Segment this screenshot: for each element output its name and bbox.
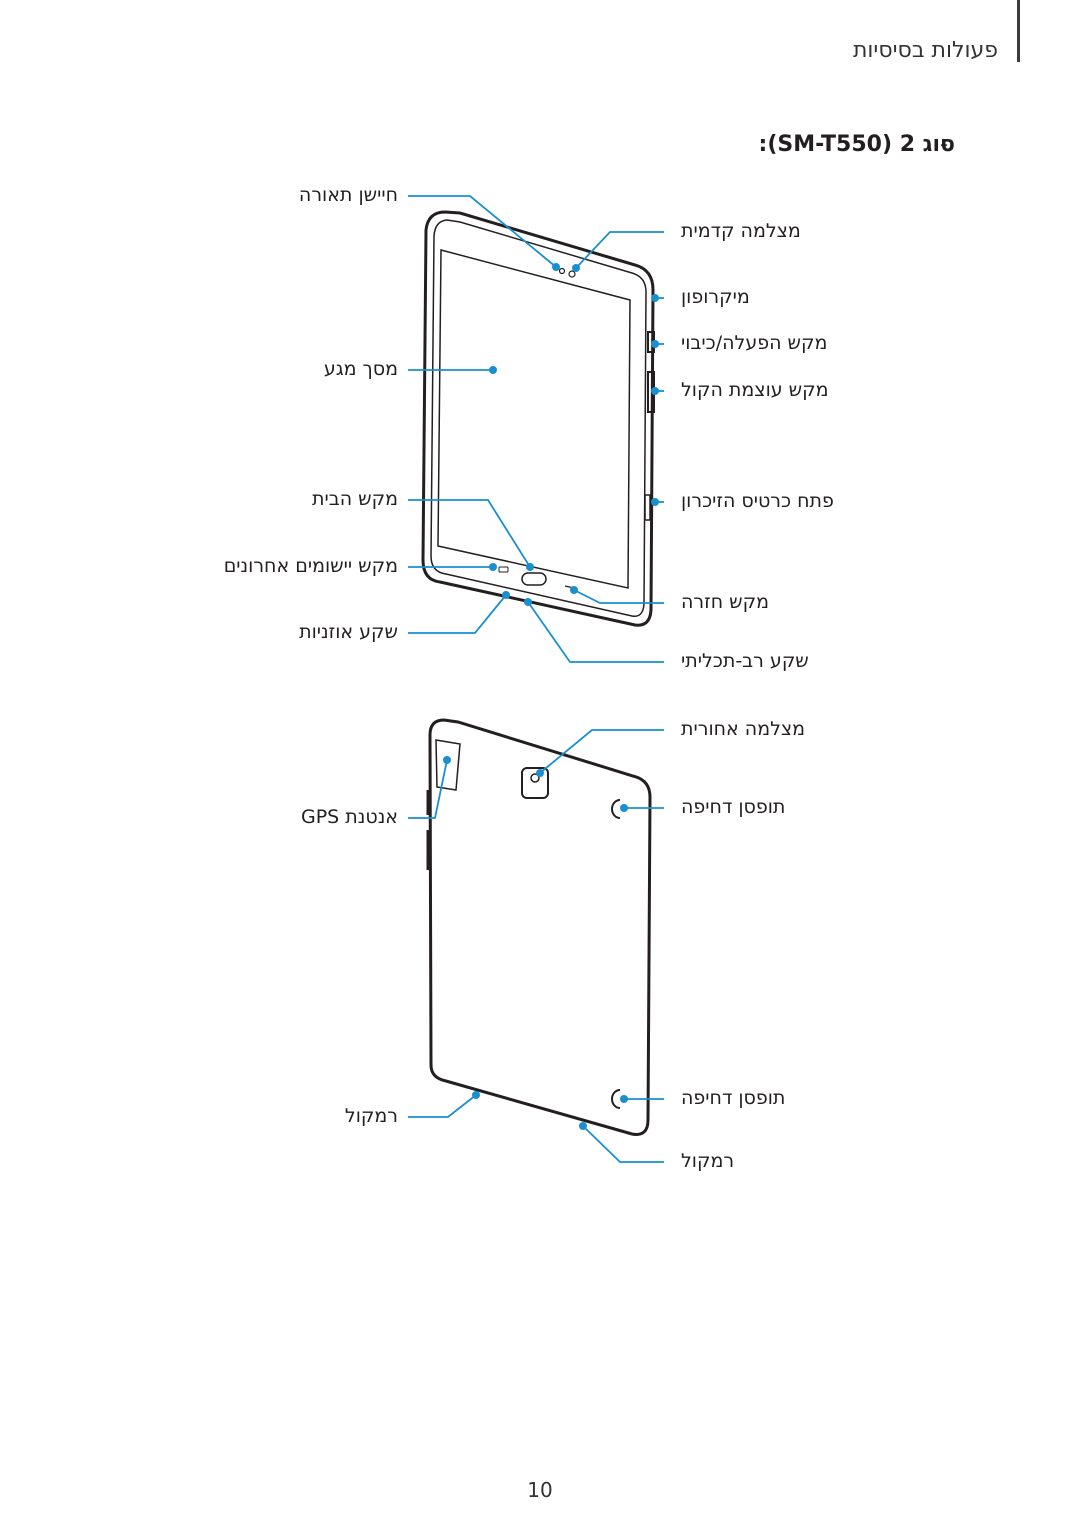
section-header: פעולות בסיסיות — [852, 38, 998, 63]
label-power-key: מקש הפעלה/כיבוי — [681, 332, 828, 354]
label-earphone-jack: שקע אוזניות — [299, 621, 398, 643]
label-docking-pin-lower: תופסן דחיפה — [681, 1087, 786, 1109]
label-microphone: מיקרופון — [681, 286, 750, 308]
rear-camera-housing — [521, 767, 549, 799]
label-gps-antenna: אנטנת GPS — [300, 806, 398, 828]
front-screen — [437, 249, 631, 589]
front-tablet — [421, 210, 655, 627]
label-touchscreen: מסך מגע — [323, 358, 398, 380]
label-speaker-right: רמקול — [681, 1150, 735, 1172]
gps-antenna-panel — [435, 739, 461, 791]
page-number: 10 — [527, 1478, 553, 1502]
label-back-key: מקש חזרה — [681, 591, 770, 613]
bullet-dash: - — [940, 132, 948, 157]
label-recent-apps-key: מקש יישומים אחרונים — [223, 555, 398, 577]
recent-apps-glyph — [498, 566, 509, 573]
docking-pin-lower-shape — [611, 1089, 621, 1109]
label-multipurpose-jack: שקע רב-תכליתי — [681, 650, 809, 672]
callout-dots — [443, 263, 659, 1130]
label-rear-camera: מצלמה אחורית — [681, 718, 806, 740]
label-speaker-left: רמקול — [344, 1105, 398, 1127]
label-light-sensor: חיישן תאורה — [298, 184, 398, 206]
label-memory-card-slot: פתח כרטיס הזיכרון — [681, 490, 834, 512]
label-front-camera: מצלמה קדמית — [681, 220, 801, 242]
front-camera-lens — [568, 270, 576, 278]
header-rule — [1017, 0, 1020, 62]
label-home-key: מקש הבית — [311, 488, 398, 510]
home-key-shape — [521, 572, 547, 586]
back-tablet — [426, 718, 652, 1136]
light-sensor-dot — [558, 267, 566, 275]
memory-slot-shape — [644, 494, 651, 521]
rear-camera-lens — [530, 773, 540, 783]
label-volume-key: מקש עוצמת הקול — [681, 379, 829, 401]
label-docking-pin-upper: תופסן דחיפה — [681, 796, 786, 818]
model-title: סוג 2 (SM-T550): — [758, 132, 955, 157]
callouts — [408, 195, 664, 1163]
docking-pin-upper-shape — [611, 799, 621, 819]
